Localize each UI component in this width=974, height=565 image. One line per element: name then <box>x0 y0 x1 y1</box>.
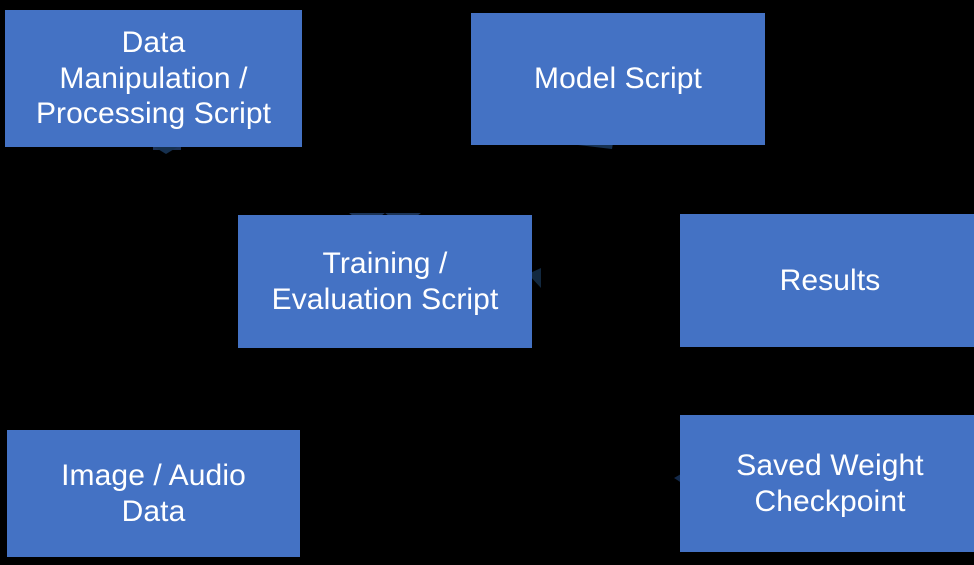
node-model-script[interactable]: Model Script <box>471 13 765 145</box>
node-data-processing-label: Data Manipulation / Processing Script <box>35 26 272 131</box>
node-training-eval[interactable]: Training / Evaluation Script <box>238 215 532 348</box>
node-saved-weight[interactable]: Saved Weight Checkpoint <box>680 415 974 552</box>
node-training-eval-label: Training / Evaluation Script <box>271 247 499 316</box>
node-image-audio[interactable]: Image / Audio Data <box>7 430 300 557</box>
connector-model-script-to-training-eval <box>349 137 614 226</box>
node-results[interactable]: Results <box>680 214 974 347</box>
node-saved-weight-label: Saved Weight Checkpoint <box>736 449 924 518</box>
node-image-audio-label: Image / Audio Data <box>61 459 246 528</box>
node-data-processing[interactable]: Data Manipulation / Processing Script <box>5 10 302 147</box>
node-model-script-label: Model Script <box>534 62 702 96</box>
node-results-label: Results <box>779 263 881 297</box>
